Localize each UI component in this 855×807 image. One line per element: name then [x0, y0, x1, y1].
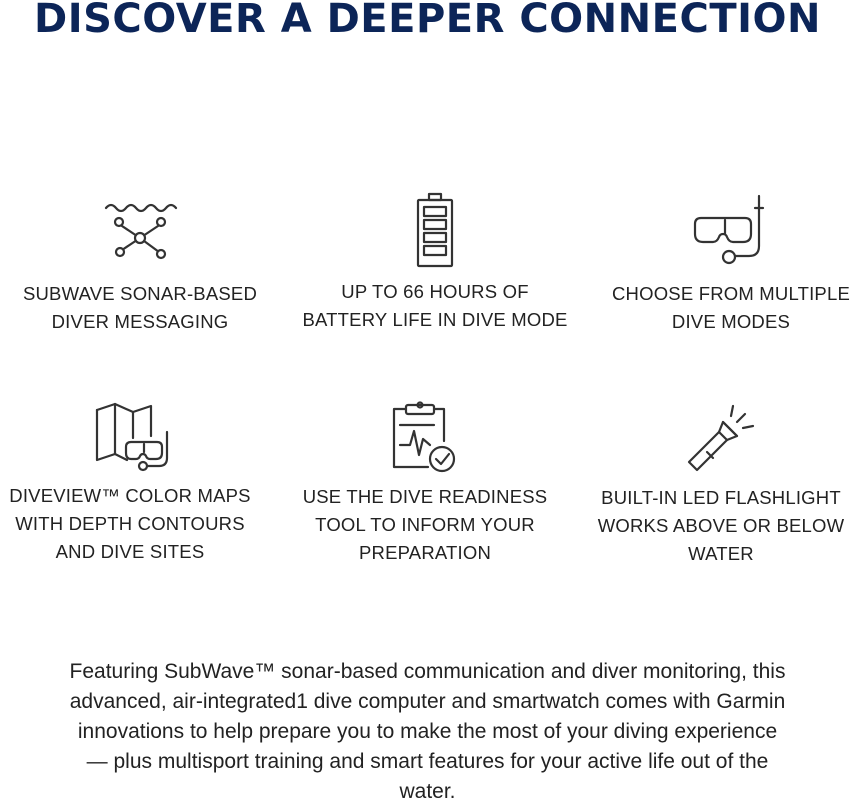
- battery-icon: [416, 192, 454, 268]
- feature-subwave: SUBWAVE SONAR-BASED DIVER MESSAGING: [0, 198, 285, 336]
- feature-dive-modes: CHOOSE FROM MULTIPLE DIVE MODES: [586, 194, 855, 336]
- feature-dive-readiness: USE THE DIVE READINESS TOOL TO INFORM YO…: [280, 401, 570, 567]
- feature-label-line: USE THE DIVE READINESS: [302, 486, 548, 507]
- feature-label-line: WITH DEPTH CONTOURS: [15, 513, 245, 534]
- description-paragraph: Featuring SubWave™ sonar-based communica…: [0, 657, 855, 807]
- description-line: water.: [399, 780, 456, 803]
- map-mask-icon: [95, 402, 169, 472]
- feature-label-line: SUBWAVE SONAR-BASED: [22, 283, 258, 304]
- feature-label-line: DIVE MODES: [671, 311, 791, 332]
- feature-label-line: BATTERY LIFE IN DIVE MODE: [302, 309, 568, 330]
- feature-battery: UP TO 66 HOURS OF BATTERY LIFE IN DIVE M…: [290, 192, 580, 334]
- feature-label-line: CHOOSE FROM MULTIPLE: [611, 283, 850, 304]
- feature-label-line: AND DIVE SITES: [55, 541, 205, 562]
- flashlight-icon: [687, 404, 755, 472]
- feature-label-line: WATER: [688, 543, 754, 564]
- description-line: advanced, air-integrated1 dive computer …: [69, 690, 786, 713]
- feature-label-line: BUILT-IN LED FLASHLIGHT: [601, 487, 841, 508]
- feature-flashlight: BUILT-IN LED FLASHLIGHT WORKS ABOVE OR B…: [576, 400, 855, 568]
- description-line: innovations to help prepare you to make …: [77, 720, 778, 743]
- feature-label-line: UP TO 66 HOURS OF: [341, 281, 529, 302]
- page-title: DISCOVER A DEEPER CONNECTION: [34, 0, 821, 42]
- dive-mask-snorkel-icon: [693, 194, 765, 265]
- description-line: Featuring SubWave™ sonar-based communica…: [69, 660, 786, 683]
- feature-diveview-maps: DIVEVIEW™ COLOR MAPS WITH DEPTH CONTOURS…: [0, 402, 275, 566]
- feature-label-line: TOOL TO INFORM YOUR: [315, 514, 535, 535]
- readiness-clipboard-icon: [392, 401, 456, 473]
- feature-label-line: WORKS ABOVE OR BELOW: [597, 515, 845, 536]
- description-line: — plus multisport training and smart fea…: [86, 750, 769, 773]
- feature-label-line: DIVER MESSAGING: [51, 311, 229, 332]
- feature-label-line: DIVEVIEW™ COLOR MAPS: [9, 485, 251, 506]
- feature-label-line: PREPARATION: [358, 542, 492, 563]
- sonar-network-icon: [104, 203, 178, 260]
